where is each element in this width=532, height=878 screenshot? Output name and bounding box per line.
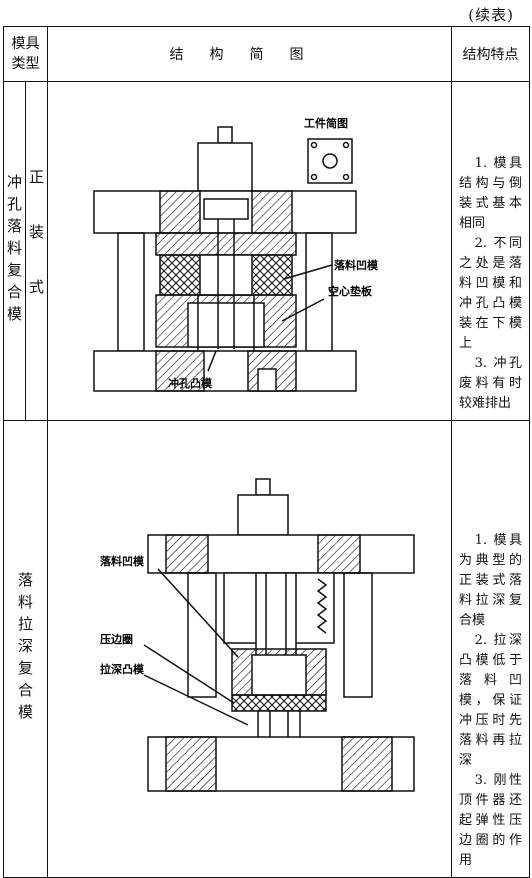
blank-draw-die-drawing: 落料凹模 压边圈 拉深凸模 (100, 478, 415, 792)
row1-feature-3: 3. 冲孔废料有时较难排出 (459, 356, 522, 411)
row2-type-main: 落料拉深复合模 (16, 572, 34, 726)
row2-feature-2: 2. 拉深凸模低于落料凹模，保证冲压时先落料再拉深 (459, 633, 522, 768)
continuation-note: (续表) (468, 6, 514, 24)
header-type-line2: 类型 (11, 56, 40, 72)
table-header-row: 模具类型 结构简图 结构特点 (3, 26, 530, 82)
label-blank-holder: 压边圈 (100, 632, 133, 646)
row1-feature-1: 1. 模具结构与倒装式基本相同 (459, 156, 522, 231)
row1-diagram-cell: 工件简图 落料凹模 空心垫板 冲孔凸模 (47, 81, 452, 421)
row2-diagram-cell: 落料凹模 压边圈 拉深凸模 (47, 420, 452, 878)
header-diagram: 结构简图 (47, 26, 452, 82)
row1-type-cell: 冲孔落料复合模 正装式 (3, 81, 48, 421)
label-hollow-pad: 空心垫板 (328, 284, 373, 298)
header-features: 结构特点 (451, 26, 530, 82)
label-draw-punch: 拉深凸模 (100, 662, 145, 676)
row2-feature-1: 1. 模具为典型的正装式落料拉深复合模 (459, 533, 522, 628)
header-type: 模具类型 (3, 26, 48, 82)
row1-type-main: 冲孔落料复合模 (5, 174, 23, 328)
row2-type-cell: 落料拉深复合模 (3, 420, 48, 878)
row2-features: 1. 模具为典型的正装式落料拉深复合模 2. 拉深凸模低于落料凹模，保证冲压时先… (451, 420, 530, 878)
header-type-line1: 模具 (11, 36, 40, 52)
label-workpiece: 工件简图 (304, 116, 348, 130)
label-blanking-die: 落料凹模 (334, 258, 379, 272)
row1-feature-2: 2. 不同之处是落料凹模和冲孔凸模装在下模上 (459, 236, 522, 351)
die-type-table: 模具类型 结构简图 结构特点 冲孔落料复合模 正装式 (3, 26, 530, 878)
row1-features: 1. 模具结构与倒装式基本相同 2. 不同之处是落料凹模和冲孔凸模装在下模上 3… (451, 81, 530, 421)
label-punch: 冲孔凸模 (168, 376, 213, 390)
row2-feature-3: 3. 刚性顶件器还起弹性压边圈的作用 (459, 773, 522, 868)
table-row: 冲孔落料复合模 正装式 (3, 81, 530, 421)
label-blanking-die-2: 落料凹模 (100, 554, 145, 568)
header-diagram-label: 结构简图 (169, 47, 330, 63)
row1-type-sub: 正装式 (27, 168, 45, 334)
table-row: 落料拉深复合模 (3, 420, 530, 878)
punch-blank-die-drawing: 工件简图 落料凹模 空心垫板 冲孔凸模 (93, 116, 379, 392)
